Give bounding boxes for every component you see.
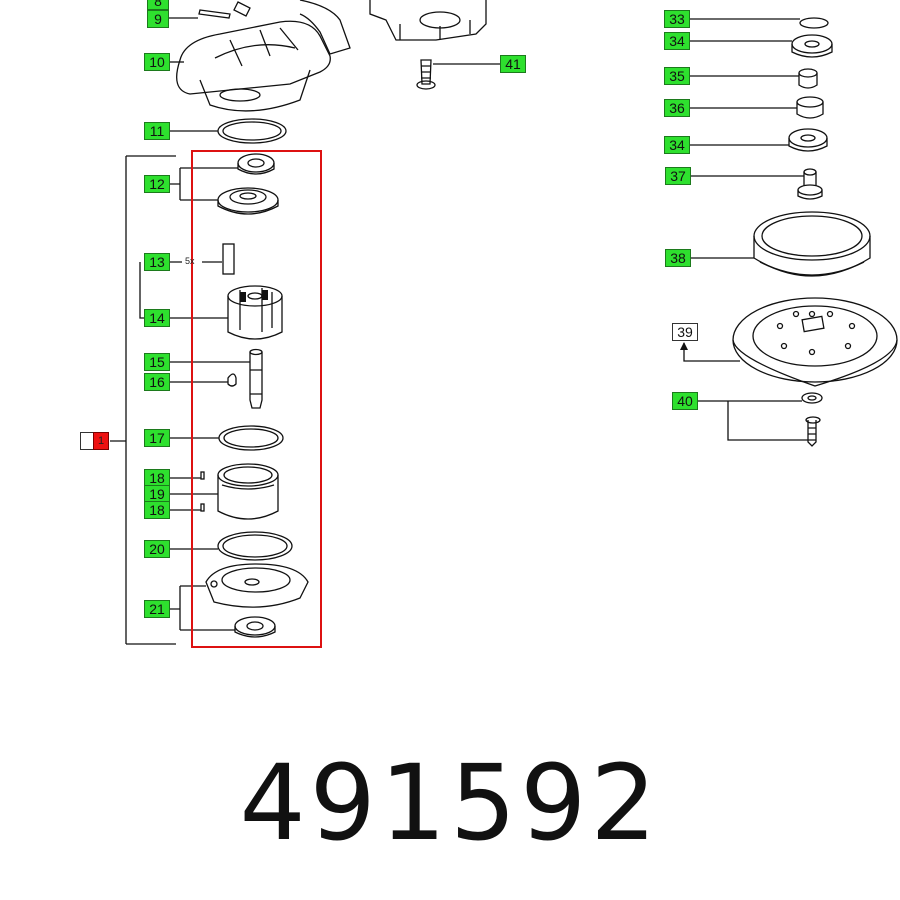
label-10: 10 bbox=[144, 53, 170, 71]
label-39: 39 bbox=[672, 323, 698, 341]
vane-part-13 bbox=[222, 243, 235, 275]
label-34-top: 34 bbox=[664, 32, 690, 50]
part-number: 491592 bbox=[239, 742, 661, 864]
quantity-note: 5x bbox=[185, 256, 195, 266]
screw-part-41 bbox=[416, 59, 436, 90]
bearing-part-34a bbox=[791, 34, 833, 58]
label-16: 16 bbox=[144, 373, 170, 391]
label-36: 36 bbox=[664, 99, 690, 117]
screw-part-40 bbox=[805, 416, 821, 447]
label-1: 1 bbox=[93, 432, 109, 450]
label-37: 37 bbox=[665, 167, 691, 185]
label-21: 21 bbox=[144, 600, 170, 618]
spindle-part-37 bbox=[797, 168, 823, 200]
label-8: 8 bbox=[147, 0, 169, 10]
motor-part-top bbox=[369, 0, 487, 41]
exploded-parts-diagram bbox=[110, 0, 898, 648]
label-11: 11 bbox=[144, 122, 170, 140]
sleeve-part-35 bbox=[798, 68, 818, 89]
assembly-box-part-1 bbox=[191, 150, 322, 648]
label-40: 40 bbox=[672, 392, 698, 410]
label-35: 35 bbox=[664, 67, 690, 85]
washer-part-40 bbox=[801, 392, 823, 404]
shaft-part-15 bbox=[249, 348, 263, 409]
rotor-part-14 bbox=[227, 285, 283, 340]
label-18-top: 18 bbox=[144, 469, 170, 487]
label-15: 15 bbox=[144, 353, 170, 371]
flange-part-21 bbox=[205, 563, 309, 608]
label-18-bottom: 18 bbox=[144, 501, 170, 519]
label-9: 9 bbox=[147, 10, 169, 28]
pin-part-18a bbox=[200, 471, 205, 480]
bearing-part-21 bbox=[234, 616, 276, 638]
label-41: 41 bbox=[500, 55, 526, 73]
label-20: 20 bbox=[144, 540, 170, 558]
label-17: 17 bbox=[144, 429, 170, 447]
cylinder-part-19 bbox=[217, 463, 279, 520]
bearing-seat-part-12 bbox=[217, 187, 279, 215]
label-1-box bbox=[80, 432, 94, 450]
bearing-part-12 bbox=[237, 153, 275, 175]
pin-part-18b bbox=[200, 503, 205, 512]
label-34-bottom: 34 bbox=[664, 136, 690, 154]
o-ring-part-20 bbox=[217, 531, 293, 561]
label-33: 33 bbox=[664, 10, 690, 28]
bearing-part-34b bbox=[788, 128, 828, 152]
sanding-pad-part-39 bbox=[732, 297, 898, 387]
key-part-16 bbox=[227, 373, 237, 387]
diagram-drawing bbox=[110, 0, 898, 648]
label-14: 14 bbox=[144, 309, 170, 327]
label-12: 12 bbox=[144, 175, 170, 193]
bushing-part-36 bbox=[796, 96, 824, 119]
label-13: 13 bbox=[144, 253, 170, 271]
circlip-part-33 bbox=[799, 17, 829, 29]
housing-ring-part-38 bbox=[753, 211, 871, 277]
pin-part-8-9 bbox=[198, 1, 251, 19]
label-38: 38 bbox=[665, 249, 691, 267]
gear-housing-part-10 bbox=[176, 0, 351, 112]
